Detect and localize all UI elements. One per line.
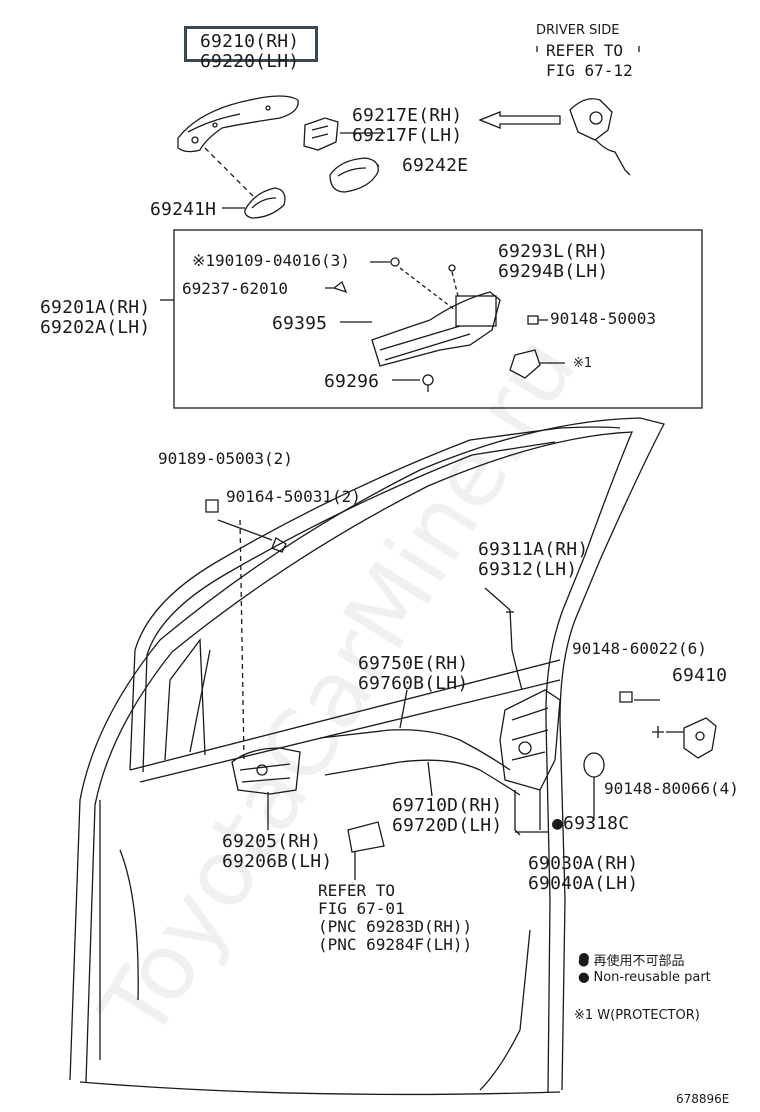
part-label-69395[interactable]: 69395: [272, 313, 328, 334]
pad-drawing: [329, 157, 379, 193]
refer-fig-67-01-line4[interactable]: (PNC 69284F(LH)): [318, 935, 473, 954]
part-label-69750e[interactable]: 69750E(RH): [358, 653, 469, 674]
striker-drawing: [683, 717, 717, 759]
door-frame-outline: [69, 417, 665, 1096]
cable-drawing: [319, 729, 521, 796]
part-label-69210[interactable]: 69210(RH): [200, 31, 300, 52]
part-label-69040a[interactable]: 69040A(LH): [528, 873, 639, 894]
part-label-69410[interactable]: 69410: [672, 665, 728, 686]
part-label-90189[interactable]: 90189-05003(2): [158, 449, 293, 468]
part-label-69202a[interactable]: 69202A(LH): [40, 317, 151, 338]
gasket-drawing: [244, 187, 286, 219]
arrow-shape: [478, 111, 561, 129]
inside-handle-drawing: [231, 747, 301, 795]
part-label-69294b[interactable]: 69294B(LH): [498, 261, 609, 282]
part-label-90164[interactable]: 90164-50031(2): [226, 487, 361, 506]
handle-frame-drawing: [332, 257, 541, 392]
part-label-69296[interactable]: 69296: [324, 371, 380, 392]
part-label-90148-60022[interactable]: 90148-60022(6): [572, 639, 707, 658]
protector-drawing: [583, 752, 605, 778]
part-label-69760b[interactable]: 69760B(LH): [358, 673, 469, 694]
part-label-69030a[interactable]: 69030A(RH): [528, 853, 639, 874]
outside-handle-drawing: [177, 95, 299, 153]
refer-fig-67-12-line2[interactable]: FIG 67-12: [546, 61, 633, 80]
part-label-69242e[interactable]: 69242E: [402, 155, 469, 176]
part-label-69201a[interactable]: 69201A(RH): [40, 297, 151, 318]
legend-protector: ※1 W(PROTECTOR): [574, 1008, 700, 1023]
part-label-90109[interactable]: ※190109-04016(3): [192, 251, 350, 270]
part-label-69217e[interactable]: 69217E(RH): [352, 105, 463, 126]
part-label-69312[interactable]: 69312(LH): [478, 559, 578, 580]
part-label-69311a[interactable]: 69311A(RH): [478, 539, 589, 560]
handle-cap-drawing: [303, 117, 339, 151]
door-lock-drawing: [499, 689, 561, 791]
bezel-drawing: [347, 821, 385, 853]
highlight-box: [184, 26, 318, 62]
legend-nonreusable-jp: ● 再使用不可部品: [578, 954, 685, 969]
part-label-69710d[interactable]: 69710D(RH): [392, 795, 503, 816]
part-label-69318c[interactable]: ●69318C: [552, 813, 630, 834]
driver-side-label: DRIVER SIDE: [536, 23, 620, 38]
part-label-69237[interactable]: 69237-62010: [182, 279, 288, 298]
part-label-69720d[interactable]: 69720D(LH): [392, 815, 503, 836]
part-label-69205[interactable]: 69205(RH): [222, 831, 322, 852]
refer-fig-67-01-line3[interactable]: (PNC 69283D(RH)): [318, 917, 473, 936]
part-label-69293l[interactable]: 69293L(RH): [498, 241, 609, 262]
protector-mark: ※1: [573, 356, 593, 371]
screws-drawing: [205, 499, 664, 738]
part-label-69217f[interactable]: 69217F(LH): [352, 125, 463, 146]
diagram-id: 678896E: [676, 1092, 730, 1106]
part-label-90148-50003[interactable]: 90148-50003: [550, 309, 656, 328]
lock-cylinder-drawing: [569, 98, 631, 176]
legend-nonreusable-en: ● Non-reusable part: [578, 970, 711, 985]
part-label-69241h[interactable]: 69241H: [150, 199, 217, 220]
part-label-69206b[interactable]: 69206B(LH): [222, 851, 333, 872]
part-label-69220[interactable]: 69220(LH): [200, 51, 300, 72]
lock-rod-drawing: [506, 609, 523, 691]
refer-fig-67-01-line1[interactable]: REFER TO: [318, 881, 396, 900]
refer-fig-67-01-line2[interactable]: FIG 67-01: [318, 899, 405, 918]
refer-fig-67-12-line1[interactable]: REFER TO: [546, 41, 624, 60]
part-label-90148-80066[interactable]: 90148-80066(4): [604, 779, 739, 798]
